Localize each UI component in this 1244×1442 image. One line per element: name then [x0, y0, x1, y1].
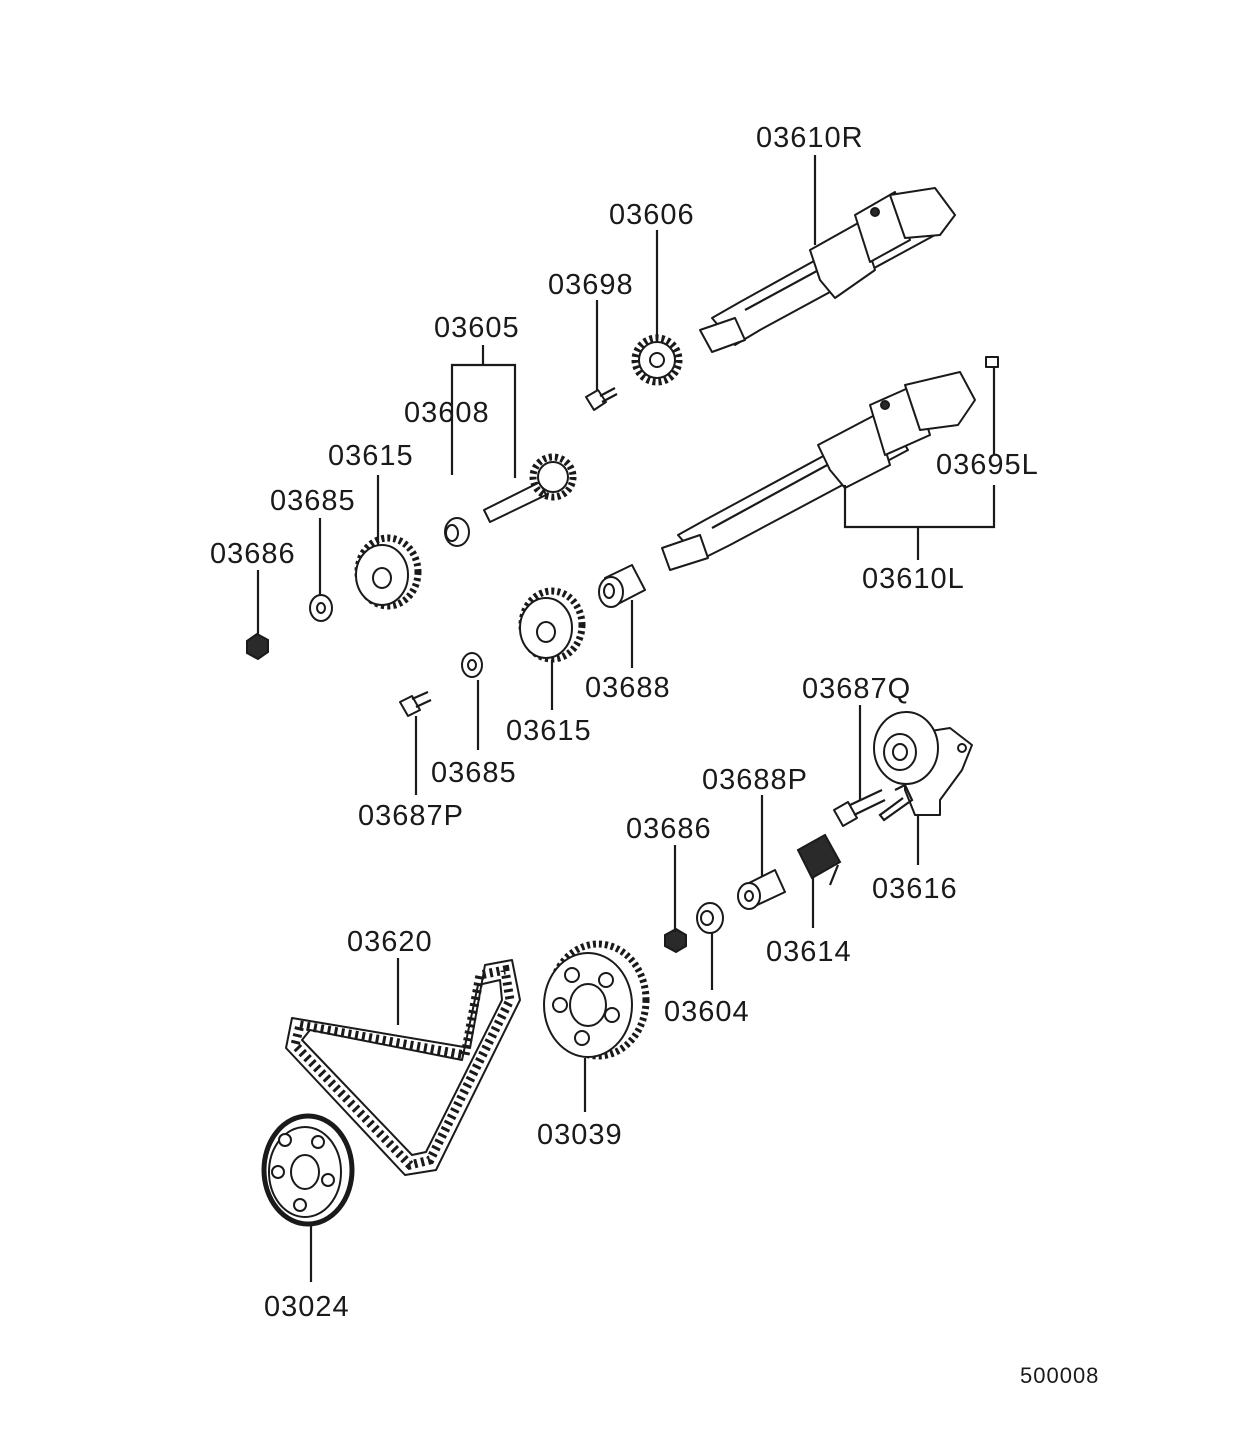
balance-shaft-left — [661, 356, 999, 571]
label-03686-upper: 03686 — [210, 538, 296, 570]
leader-lines — [256, 155, 996, 1282]
nut-03686-lower — [664, 927, 687, 954]
label-03685-upper: 03685 — [270, 485, 356, 517]
sprocket-03024 — [261, 1113, 355, 1227]
gear-03606 — [631, 334, 683, 386]
bolt-03687P — [399, 690, 432, 717]
idler-shaft-03605 — [483, 453, 577, 523]
label-03610R: 03610R — [756, 122, 864, 154]
nut-03686-upper — [246, 632, 269, 661]
label-03614: 03614 — [766, 936, 852, 968]
balance-shaft-right — [699, 187, 956, 353]
spacer-03688P — [737, 869, 786, 910]
label-03687Q: 03687Q — [802, 673, 911, 705]
label-03605: 03605 — [434, 312, 520, 344]
label-03695L: 03695L — [936, 449, 1039, 481]
spacer-03688 — [598, 564, 646, 608]
bolt-03687Q — [833, 789, 886, 827]
label-03615-lower: 03615 — [506, 715, 592, 747]
label-03024: 03024 — [264, 1291, 350, 1323]
bushing-03608 — [444, 517, 470, 547]
label-03688: 03688 — [585, 672, 671, 704]
label-03615-upper: 03615 — [328, 440, 414, 472]
label-03604: 03604 — [664, 996, 750, 1028]
washer-03685-lower — [461, 652, 483, 678]
washer-03604 — [696, 902, 724, 934]
label-03688P: 03688P — [702, 764, 808, 796]
label-03698: 03698 — [548, 269, 634, 301]
timing-belt-03620 — [285, 959, 521, 1176]
diagram-code: 500008 — [1020, 1363, 1099, 1388]
label-03685-lower: 03685 — [431, 757, 517, 789]
washer-03685-upper — [309, 594, 333, 622]
label-03608: 03608 — [404, 397, 490, 429]
label-03687P: 03687P — [358, 800, 464, 832]
label-03616: 03616 — [872, 873, 958, 905]
sprocket-03039 — [543, 940, 650, 1060]
bolt-03698 — [585, 387, 618, 411]
label-03606: 03606 — [609, 199, 695, 231]
label-03610L: 03610L — [862, 563, 965, 595]
tensioner-03616 — [873, 711, 973, 822]
label-03620: 03620 — [347, 926, 433, 958]
sprocket-03615-upper — [354, 534, 422, 610]
label-03039: 03039 — [537, 1119, 623, 1151]
label-03686-lower: 03686 — [626, 813, 712, 845]
sprocket-03615-lower — [518, 587, 586, 663]
spring-03614 — [796, 833, 842, 886]
